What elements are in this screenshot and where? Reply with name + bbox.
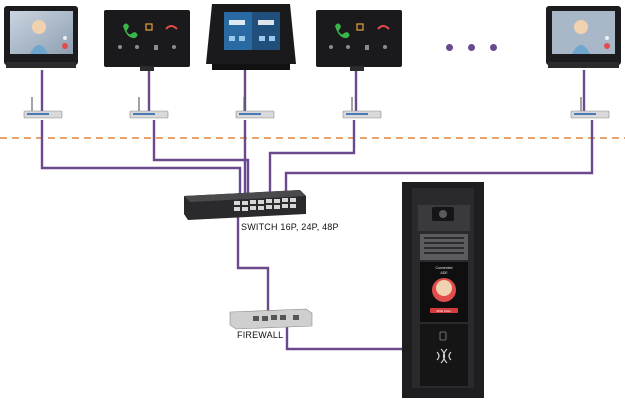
answering-unit-audio-2	[316, 10, 402, 71]
more-dots-icon	[446, 44, 497, 51]
dot	[446, 44, 453, 51]
access-point-icon	[129, 97, 169, 119]
firewall-icon	[229, 308, 313, 330]
door-end-call-label: END CALL	[437, 309, 452, 313]
answering-unit-video-right	[546, 6, 621, 68]
switch-label: SWITCH 16P, 24P, 48P	[241, 222, 339, 232]
firewall-label: FIREWALL	[237, 330, 284, 340]
network-cables	[40, 70, 594, 351]
answering-unit-display	[206, 4, 296, 70]
door-screen-name: ADE	[440, 271, 448, 275]
access-point-icon	[23, 97, 63, 119]
network-switch-icon	[184, 190, 306, 220]
door-screen-status: Connected	[436, 266, 453, 270]
answering-unit-audio-1	[104, 10, 190, 71]
access-point-icon	[570, 97, 610, 119]
dot	[468, 44, 475, 51]
access-point-icon	[235, 97, 275, 119]
door-intercom-icon	[402, 182, 484, 398]
dot	[490, 44, 497, 51]
access-point-icon	[342, 97, 382, 119]
answering-unit-video-left	[4, 6, 78, 68]
